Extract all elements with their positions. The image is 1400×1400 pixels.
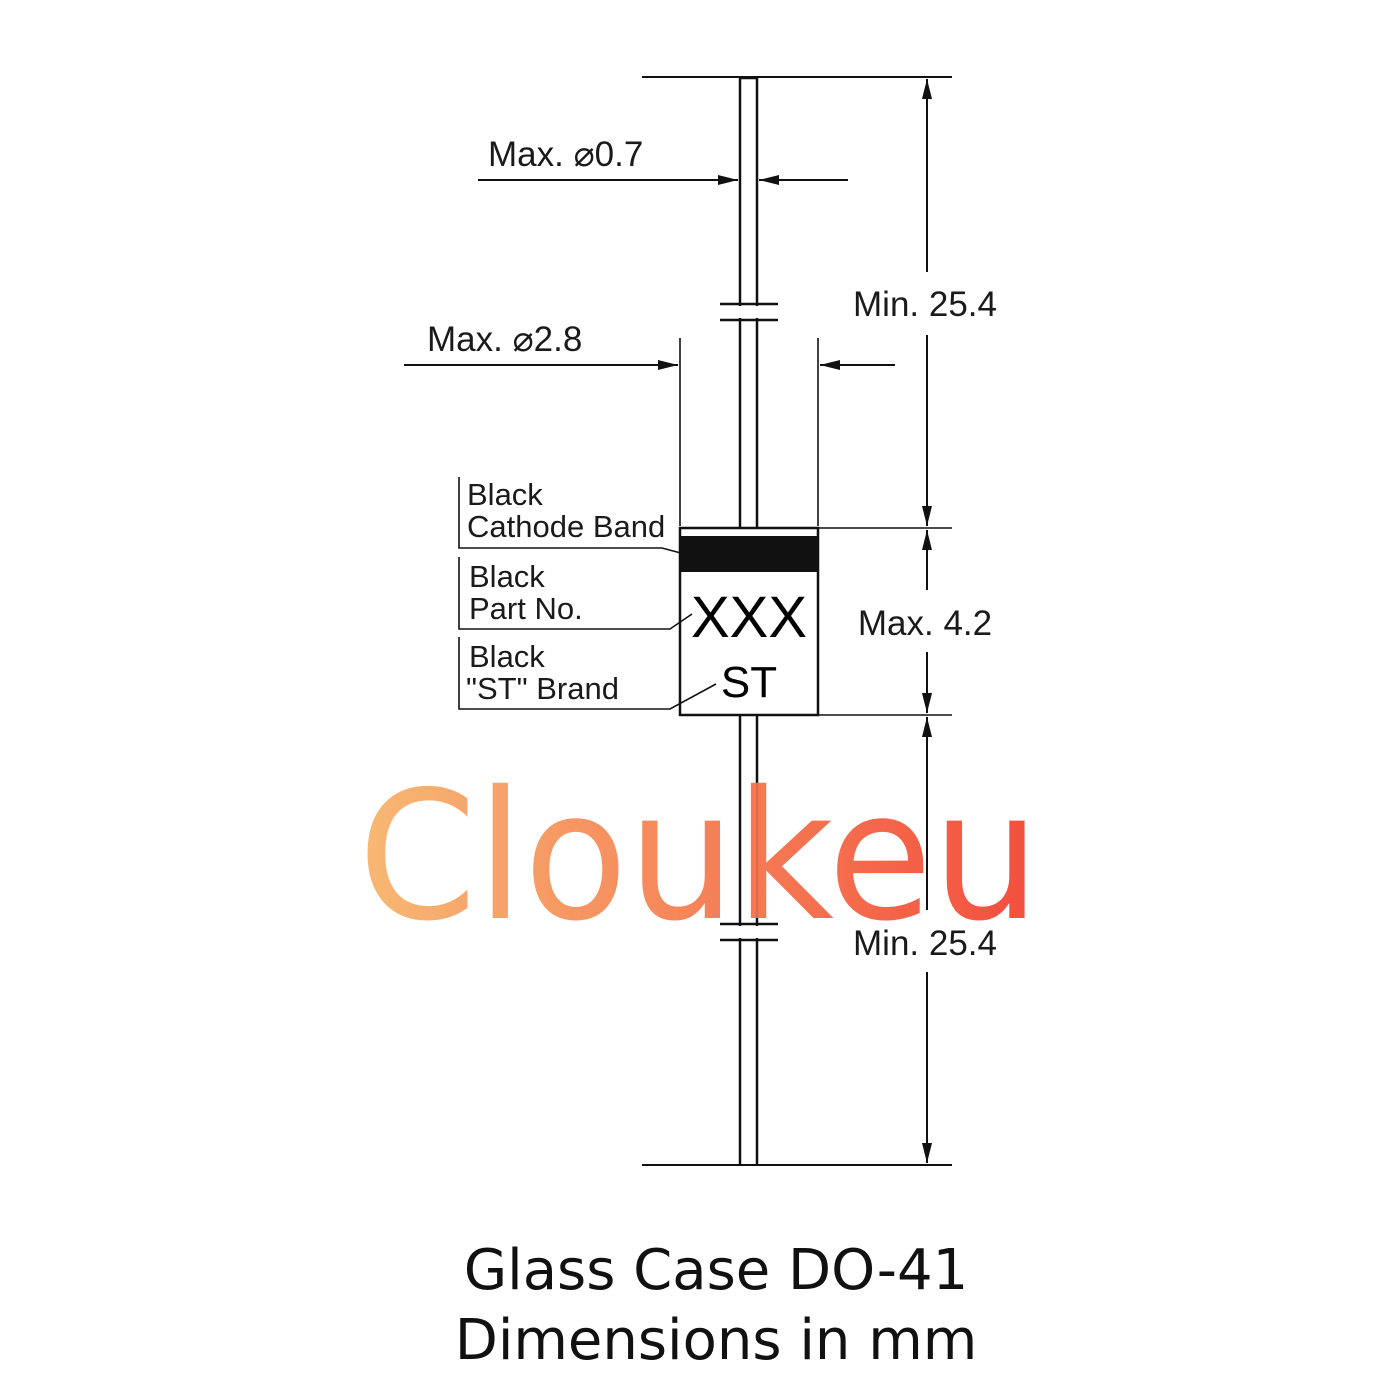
- top-lead-length-label: Min. 25.4: [853, 285, 997, 324]
- lower-lead-wire: [720, 716, 778, 1165]
- upper-lead-wire: [720, 76, 778, 528]
- st-brand-callout-line1: Black: [469, 639, 545, 674]
- cathode-band: [680, 536, 818, 572]
- body-diameter-label: Max. ⌀2.8: [427, 320, 582, 359]
- cathode-band-callout-line1: Black: [467, 477, 543, 512]
- extension-lines: [642, 76, 952, 1166]
- body-diameter-dimension: [404, 338, 895, 526]
- bottom-lead-length-label: Min. 25.4: [853, 924, 997, 963]
- diode-body: [678, 526, 820, 717]
- cathode-band-callout-line2: Cathode Band: [467, 509, 665, 544]
- part-no-callout-line1: Black: [469, 559, 545, 594]
- watermark-text: Cloukeu: [358, 753, 1040, 960]
- caption-line1: Glass Case DO-41: [464, 1238, 969, 1303]
- callout-frames: [458, 477, 717, 710]
- part-no-callout-line2: Part No.: [469, 591, 583, 626]
- part-number-marking: XXX: [691, 585, 807, 650]
- st-brand-marking: ST: [721, 658, 777, 707]
- caption-line2: Dimensions in mm: [455, 1308, 978, 1373]
- body-length-label: Max. 4.2: [858, 604, 992, 643]
- lead-diameter-label: Max. ⌀0.7: [488, 135, 643, 174]
- st-brand-callout-line2: "ST" Brand: [466, 671, 619, 706]
